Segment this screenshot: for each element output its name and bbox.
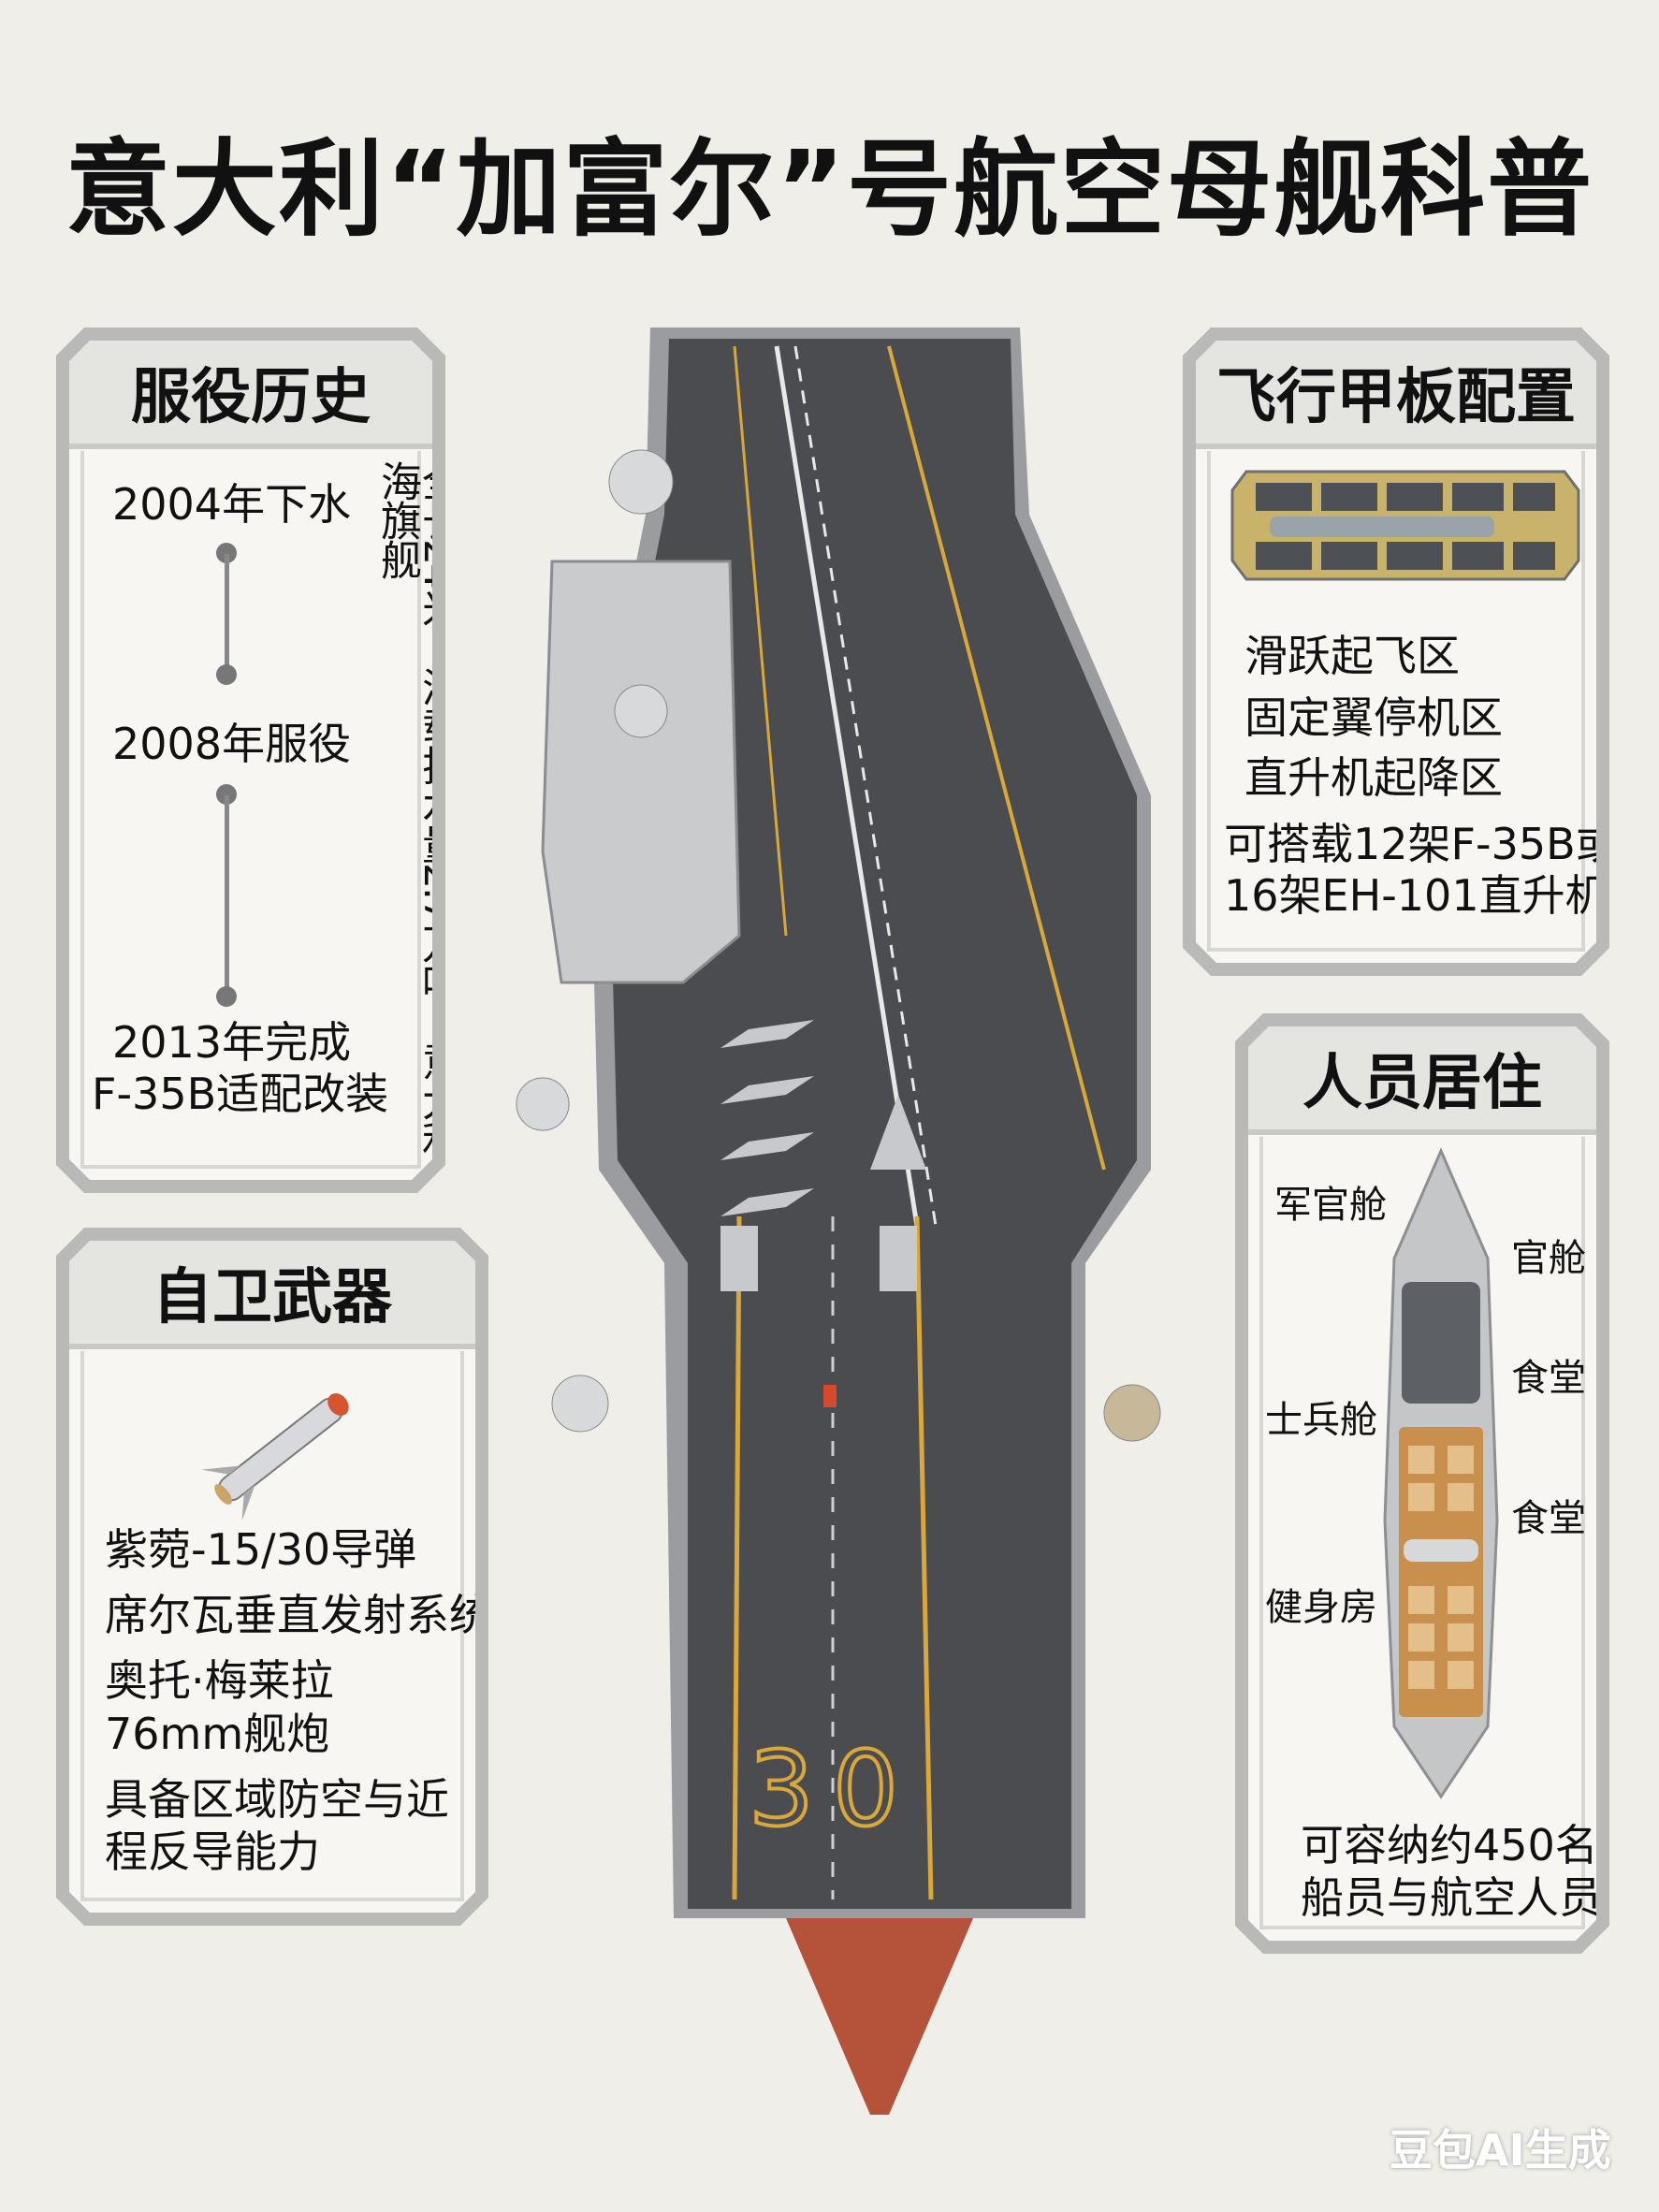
- weapons-panel: 自卫武器 紫菀-15/30导弹 席尔瓦垂直发射系统 奥托·梅莱拉 76mm舰炮 …: [56, 1228, 488, 1926]
- page-title: 意大利“加富尔”号航空母舰科普: [65, 129, 1594, 251]
- weapon-item: 76mm舰炮: [105, 1709, 330, 1759]
- runway-line: [774, 345, 920, 1227]
- centre-line: [914, 1215, 934, 1900]
- aircraft: [720, 1020, 926, 1291]
- deck-layout-diagram: [1228, 462, 1583, 589]
- history-event: 2008年服役: [112, 719, 352, 769]
- quarters-heading: 人员居住: [1248, 1026, 1596, 1135]
- quarters-label: 食堂: [1511, 1497, 1586, 1540]
- runway-line: [887, 345, 1106, 1171]
- missile-icon: [196, 1379, 365, 1520]
- radar-dome: [551, 1375, 609, 1433]
- radar-dome: [516, 1077, 570, 1131]
- weapon-item: 紫菀-15/30导弹: [105, 1524, 417, 1575]
- history-panel: 服役历史 2004年下水 2008年服役 2013年完成 F-35B适配改装 全…: [56, 327, 445, 1193]
- quarters-label: 健身房: [1265, 1586, 1377, 1629]
- timeline-line: [225, 795, 229, 992]
- deck-item: 固定翼停机区: [1244, 692, 1503, 743]
- bow: [786, 1918, 973, 2115]
- radar-dome: [614, 684, 668, 738]
- runway-line: [793, 345, 938, 1227]
- deck-item: 可搭载12架F-35B或: [1224, 819, 1619, 869]
- timeline-dot: [216, 664, 237, 685]
- deck-item: 直升机起降区: [1244, 752, 1503, 803]
- history-event: F-35B适配改装: [92, 1069, 389, 1119]
- timeline-dot: [216, 543, 237, 563]
- deck-item: 16架EH-101直升机: [1224, 870, 1608, 921]
- radar-dome: [1103, 1384, 1161, 1442]
- quarters-label: 军官舱: [1274, 1184, 1387, 1227]
- history-event: 2004年下水: [112, 479, 352, 530]
- weapon-item: 奥托·梅莱拉: [105, 1655, 334, 1706]
- weapon-item: 程反导能力: [105, 1826, 320, 1877]
- deck-vehicle: [823, 1385, 837, 1407]
- flight-deck: [608, 339, 1137, 1909]
- deck-item: 滑跃起飞区: [1244, 631, 1460, 681]
- radar-dome: [608, 449, 674, 515]
- history-vertical-note: 全长24米，满载排水量2.7万吨，意大利海旗舰: [373, 460, 462, 1158]
- history-event: 2013年完成: [112, 1017, 352, 1068]
- flight-deck-panel: 飞行甲板配置 滑跃起飞区 固定翼停机区 直升机起降区 可搭载12架F-35B或 …: [1183, 327, 1609, 976]
- quarters-cutaway: [1347, 1146, 1535, 1801]
- timeline-dot: [216, 784, 237, 805]
- watermark: 豆包AI生成: [1390, 2125, 1611, 2176]
- deck-number: 30: [749, 1729, 917, 1849]
- quarters-summary: 可容纳约450名: [1301, 1820, 1598, 1870]
- quarters-label: 官舱: [1511, 1237, 1586, 1280]
- weapon-item: 具备区域防空与近: [105, 1774, 449, 1825]
- quarters-panel: 人员居住 军官舱 官舱 士兵舱 食堂 食堂 健身房 可容纳约450名 船员与航空…: [1235, 1013, 1609, 1954]
- carrier-illustration: 30: [516, 327, 1161, 2115]
- quarters-label: 士兵舱: [1265, 1399, 1377, 1442]
- timeline-line: [225, 554, 229, 666]
- quarters-label: 食堂: [1511, 1357, 1586, 1400]
- runway-line: [733, 345, 788, 937]
- flight-deck-heading: 飞行甲板配置: [1196, 341, 1596, 449]
- centre-line: [732, 1215, 742, 1900]
- weapon-item: 席尔瓦垂直发射系统: [105, 1590, 492, 1640]
- quarters-summary: 船员与航空人员: [1301, 1872, 1602, 1923]
- weapons-heading: 自卫武器: [69, 1241, 475, 1349]
- timeline-dot: [216, 986, 237, 1007]
- island: [541, 560, 741, 984]
- history-heading: 服役历史: [69, 341, 432, 449]
